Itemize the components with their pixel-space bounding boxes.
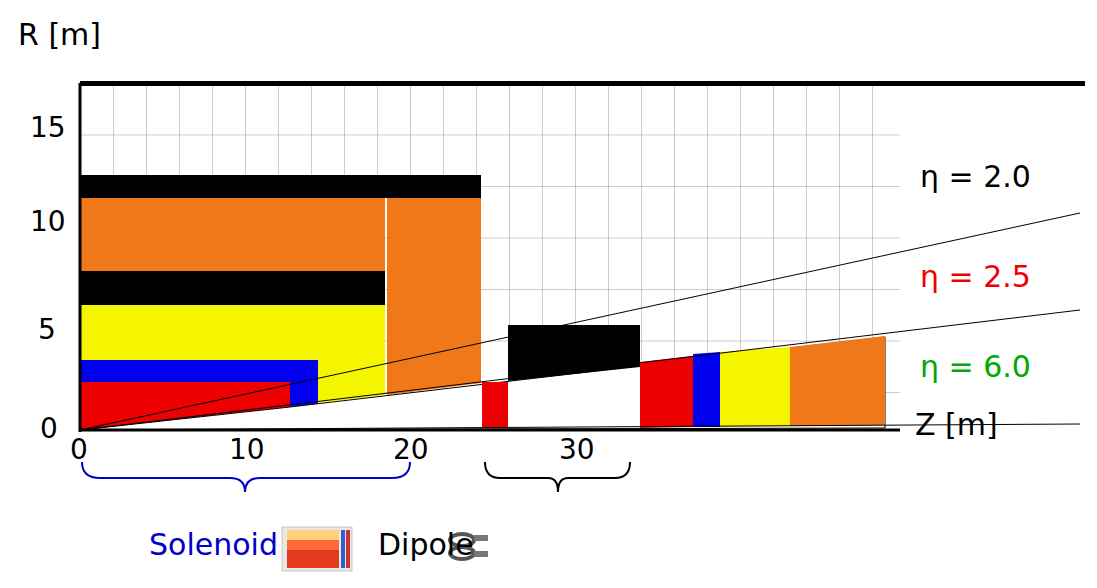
forward-tracker	[482, 382, 508, 428]
tick-label: 0	[40, 415, 58, 443]
tick-label: 10	[229, 436, 265, 464]
hcal-barrel	[80, 198, 385, 271]
eta-line	[80, 213, 1080, 430]
tick-label: 5	[38, 316, 56, 344]
axis-title: R [m]	[18, 20, 101, 50]
solenoid-coil	[80, 271, 385, 305]
grid	[80, 83, 900, 430]
magnet-label: Solenoid	[149, 530, 278, 560]
top-boundary	[80, 81, 1085, 86]
tick-label: 15	[30, 114, 66, 142]
dipole-magnet	[508, 325, 640, 381]
tracker-outer	[80, 360, 290, 382]
magnet-label: Dipole	[378, 530, 474, 560]
axis-title: Z [m]	[915, 410, 998, 440]
tick-label: 10	[30, 208, 66, 236]
tick-label: 30	[559, 436, 595, 464]
dipole-brace	[485, 462, 630, 492]
eta-label: η = 2.5	[920, 262, 1031, 292]
forward-ecal	[720, 347, 790, 427]
tick-label: 0	[70, 436, 88, 464]
solenoid-field-icon	[282, 527, 352, 571]
forward-tracker	[640, 356, 693, 428]
solenoid-brace	[82, 462, 410, 492]
tick-label: 20	[393, 436, 429, 464]
muon-layer	[80, 175, 481, 198]
eta-label: η = 2.0	[920, 162, 1031, 192]
eta-label: η = 6.0	[920, 352, 1031, 382]
forward-hcal	[790, 336, 885, 426]
hcal-endcap	[387, 198, 481, 395]
beam-region	[80, 337, 885, 430]
forward-blue	[693, 352, 720, 427]
r-axis	[79, 83, 82, 432]
